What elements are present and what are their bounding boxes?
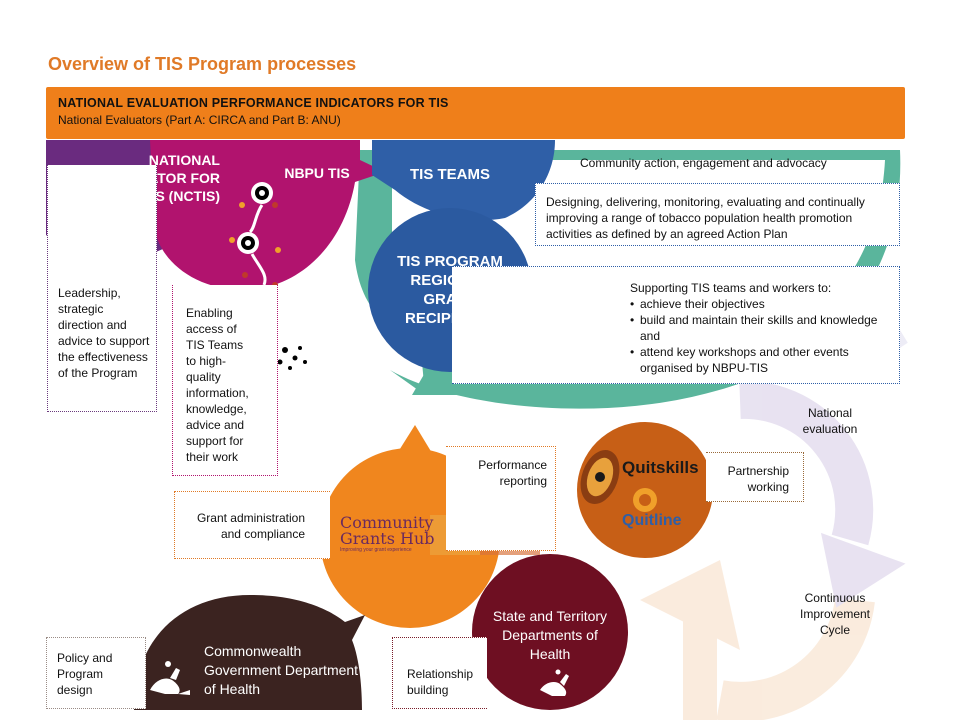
support-item: attend key workshops and other events or… [640,345,849,375]
performance-reporting-text: Performance reporting [478,458,547,488]
evaluation-banner: NATIONAL EVALUATION PERFORMANCE INDICATO… [46,87,905,139]
partnership-box: Partnership working [706,452,804,502]
quitskills-logo [580,449,620,505]
community-action-text: Community action, engagement and advocac… [580,156,827,170]
grants-hub-tagline: Improving your grant experience [340,547,412,553]
national-evaluation-label: National evaluation [802,406,858,436]
support-item: build and maintain their skills and know… [640,313,878,343]
quitline-logo [633,488,657,512]
nbpu-label: NBPU TIS [284,165,350,181]
grants-hub-logo: Community Grants Hub Improving your gran… [340,515,440,554]
banner-line1: NATIONAL EVALUATION PERFORMANCE INDICATO… [58,96,449,110]
commonwealth-shape [134,595,365,710]
support-intro: Supporting TIS teams and workers to: [630,281,832,295]
commonwealth-box-text: Policy and Program design [57,651,113,697]
grants-hub-logo-line1: Community [340,513,434,532]
commonwealth-box: Policy and Program design [46,637,146,709]
state-box: Relationship building [392,637,487,709]
state-circle [472,554,628,710]
quitline-text: Quitline [622,512,682,529]
page-title: Overview of TIS Program processes [48,54,357,74]
partnership-text: Partnership working [727,464,789,494]
nctis-box-text: Leadership, strategic direction and advi… [58,286,150,380]
state-label: State and Territory Departments of Healt… [492,608,608,662]
performance-box: Performance reporting [446,446,556,551]
tis-teams-box: Designing, delivering, monitoring, evalu… [535,183,900,246]
tis-teams-label: TIS TEAMS [409,166,490,183]
tis-teams-shape [372,140,555,221]
tis-teams-box-text: Designing, delivering, monitoring, evalu… [546,195,865,241]
quitskills-text: Quitskills [622,458,699,477]
grants-hub-logo-line2: Grants Hub [340,529,435,548]
banner-line2: National Evaluators (Part A: CIRCA and P… [58,113,341,127]
nbpu-box: Enabling access of TIS Teams to high-qua… [172,285,278,476]
commonwealth-label: Commonwealth Government Department of He… [204,643,359,697]
state-box-text: Relationship building [407,667,474,697]
nbpu-shape [150,140,385,291]
grant-admin-box: Grant administration and compliance [174,491,330,559]
nbpu-box-text: Enabling access of TIS Teams to high-qua… [186,306,249,464]
kangaroo-emu-crest-icon [150,661,569,696]
support-box: Supporting TIS teams and workers to: •ac… [452,266,900,384]
continuous-improvement-label: Continuous Improvement Cycle [799,591,871,637]
nctis-box: Leadership, strategic direction and advi… [47,165,157,412]
support-item: achieve their objectives [640,297,765,311]
grant-admin-text: Grant administration and compliance [196,511,305,541]
support-list: •achieve their objectives •build and mai… [630,296,890,376]
